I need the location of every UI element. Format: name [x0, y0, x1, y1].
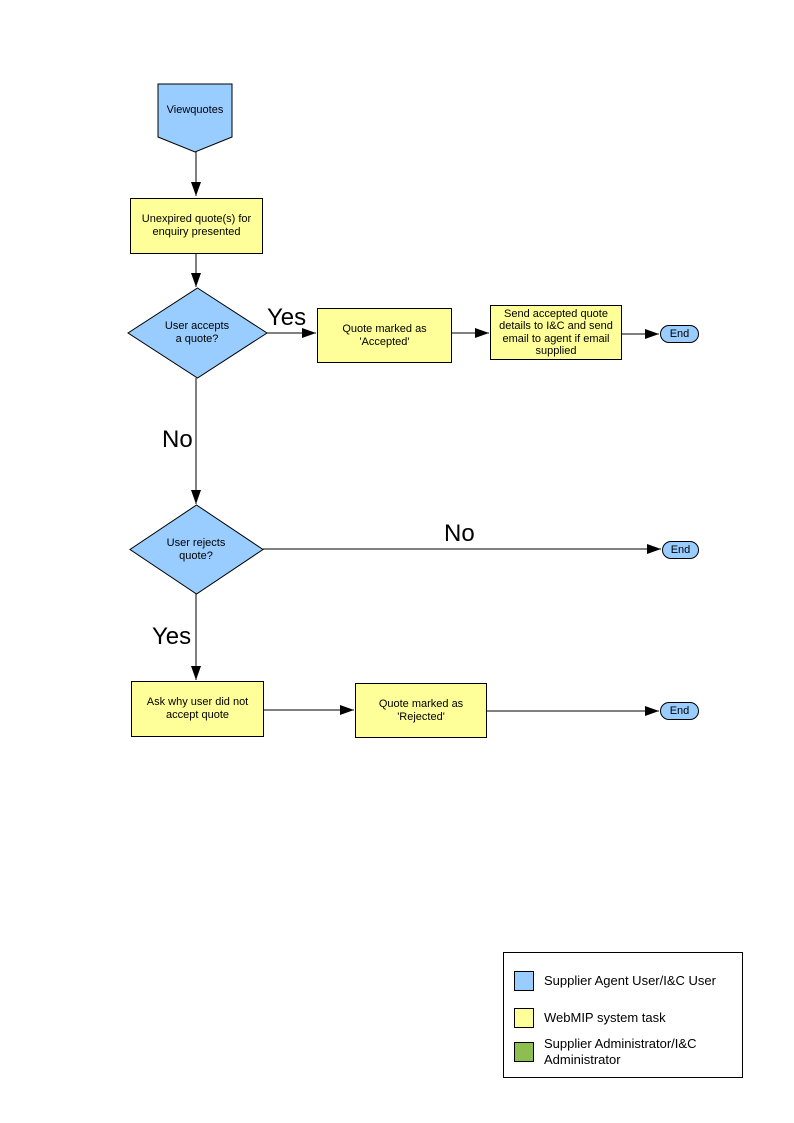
legend-box: Supplier Agent User/I&C User WebMIP syst… [503, 952, 743, 1078]
edge-label-rejects-yes: Yes [152, 623, 192, 650]
decision-rejects-label: User rejects quote? [136, 505, 256, 594]
start-node-text: Viewquotes [166, 104, 224, 117]
decision-accepts-line2: a quote? [175, 333, 219, 345]
process-marked-rejected-line1: Quote marked as [378, 697, 464, 710]
legend-swatch-blue [514, 971, 534, 991]
process-ask-why-line2: accept quote [166, 709, 229, 721]
process-marked-accepted: Quote marked as 'Accepted' [317, 308, 452, 363]
end-terminator-3-label: End [669, 705, 690, 717]
end-terminator-1: End [660, 325, 699, 343]
process-unexpired-quotes: Unexpired quote(s) for enquiry presented [130, 198, 263, 254]
decision-accepts-label: User accepts a quote? [137, 288, 257, 378]
process-send-details-line1: Send accepted quote [504, 307, 608, 320]
process-marked-accepted-line2: 'Accepted' [359, 335, 410, 348]
edge-label-accepts-no: No [162, 426, 193, 453]
process-marked-rejected: Quote marked as 'Rejected' [355, 683, 487, 738]
start-node-label: Viewquotes [158, 84, 232, 137]
process-send-details-line2: details to I&C and send [499, 320, 613, 333]
legend-item-webmip-task: WebMIP system task [514, 996, 734, 1040]
end-terminator-2: End [662, 541, 699, 559]
process-ask-why: Ask why user did not accept quote [131, 681, 264, 737]
legend-label-supplier-agent: Supplier Agent User/I&C User [544, 973, 716, 989]
legend-swatch-green [514, 1042, 534, 1062]
process-marked-rejected-line2: 'Rejected' [397, 710, 445, 723]
process-send-details-line4: supplied [535, 344, 577, 357]
decision-rejects-line2: quote? [179, 549, 213, 562]
process-unexpired-line1: Unexpired quote(s) for [141, 213, 252, 226]
end-terminator-2-label: End [670, 544, 691, 556]
process-ask-why-line1: Ask why user did not [146, 696, 249, 709]
legend-label-webmip-task: WebMIP system task [544, 1010, 666, 1026]
end-terminator-1-label: End [669, 328, 690, 340]
end-terminator-3: End [660, 702, 699, 720]
decision-rejects-line1: User rejects [166, 536, 226, 549]
decision-accepts-line1: User accepts [164, 320, 230, 333]
process-send-details: Send accepted quote details to I&C and s… [490, 305, 622, 360]
legend-swatch-yellow [514, 1008, 534, 1028]
process-unexpired-line2: enquiry presented [152, 226, 241, 238]
process-send-details-line3: email to agent if email [502, 332, 610, 345]
legend-item-supplier-admin: Supplier Administrator/I&C Administrator [514, 1030, 734, 1074]
edge-label-accepts-yes: Yes [267, 304, 307, 331]
legend-item-supplier-agent: Supplier Agent User/I&C User [514, 959, 734, 1003]
edge-label-rejects-no: No [444, 520, 475, 547]
legend-label-supplier-admin: Supplier Administrator/I&C Administrator [544, 1036, 697, 1067]
process-marked-accepted-line1: Quote marked as [342, 322, 427, 335]
